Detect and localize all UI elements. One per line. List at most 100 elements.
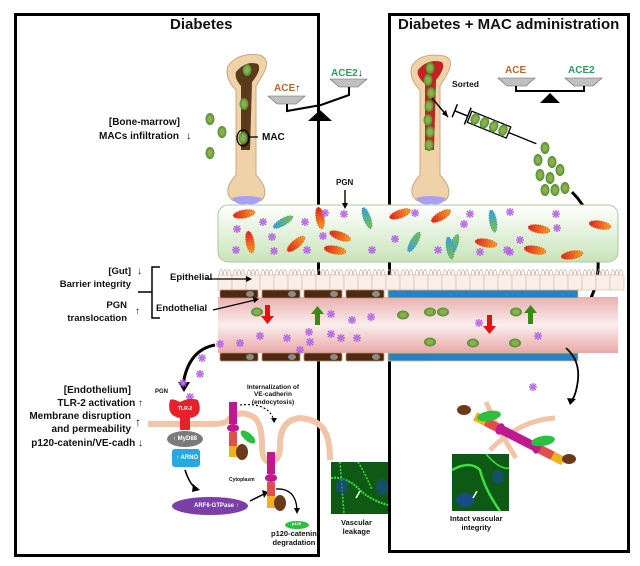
microvilli: [302, 269, 316, 276]
epithelial-cell: [497, 274, 513, 291]
pgn-translocation-arrow: [181, 343, 216, 386]
membrane-up-arrow: ↑: [135, 415, 141, 429]
pgn-translocation-arrow-up: ↑: [135, 306, 140, 317]
microvilli: [218, 269, 232, 276]
microvilli: [386, 269, 400, 276]
microvilli: [568, 269, 582, 276]
tlr2-label: TLR-2: [178, 406, 193, 412]
epithelial-cell: [539, 274, 555, 291]
epithelial-cell: [273, 274, 289, 291]
microvilli: [512, 269, 526, 276]
blood-vessel: [215, 289, 618, 362]
syringe: [451, 103, 537, 145]
epithelial-cell: [287, 274, 303, 291]
arno-label: ↑ ARNO: [176, 455, 199, 461]
epithelial-cell: [343, 274, 359, 291]
myd88-label: ↑ MyD88: [173, 436, 198, 442]
ace-label-left: ACE↑: [274, 83, 301, 94]
internalization-label: Internalization of VE-cadherin (endocyto…: [247, 384, 299, 406]
microvilli: [246, 269, 260, 276]
gut-down-arrow: ↓: [137, 266, 142, 277]
ace2-down-arrow: ↓: [357, 68, 363, 79]
epithelial-cell: [441, 274, 457, 291]
microvilli: [540, 269, 554, 276]
microvilli: [428, 269, 442, 276]
microvilli: [316, 269, 330, 276]
microvilli: [232, 269, 246, 276]
endothelial-nucleus: [288, 354, 296, 360]
microvilli: [470, 269, 484, 276]
epithelial-cell: [385, 274, 401, 291]
endothelial-label: Endothelial: [156, 303, 208, 314]
p120-vecadh-label: p120-catenin/VE-cadh ↓: [31, 438, 143, 449]
gut-label: [Gut]: [108, 266, 131, 277]
epithelial-cell: [259, 274, 275, 291]
endothelial-nucleus: [372, 354, 380, 360]
epithelial-cell: [595, 274, 611, 291]
microvilli: [414, 269, 428, 276]
pgn-receptor-label: PGN: [155, 389, 169, 395]
endothelial-nucleus: [246, 354, 254, 360]
endothelial-nucleus: [330, 291, 338, 297]
p120-degraded: [285, 521, 309, 529]
microvilli: [358, 269, 372, 276]
vecadherin-complex-membrane: [227, 402, 256, 460]
macs-infiltration-arrow: ↓: [186, 130, 192, 142]
epithelial-cell: [455, 274, 471, 291]
microvilli: [610, 269, 624, 276]
bone-left: [205, 54, 267, 205]
tlr2-activation-label: TLR-2 activation ↑: [57, 398, 143, 409]
membrane-disruption-label: Membrane disruption: [29, 411, 131, 422]
epithelial-cell: [301, 274, 317, 291]
arf6-label: ARF6-GTPase ↑: [194, 503, 239, 509]
epithelial-cell: [357, 274, 373, 291]
pgn-label: PGN: [336, 178, 354, 187]
bone-marrow-label: [Bone-marrow]: [108, 117, 180, 128]
balance-scale-left: [267, 78, 368, 121]
epithelial-cell: [427, 274, 443, 291]
epithelial-cell: [525, 274, 541, 291]
microvilli: [456, 269, 470, 276]
permeability-label: and permeability: [51, 424, 131, 435]
microvilli: [274, 269, 288, 276]
injected-macs: [533, 142, 570, 196]
epithelial-cell: [231, 274, 247, 291]
macs-infiltration-label: MACs infiltration: [99, 131, 179, 142]
epithelial-cell: [399, 274, 415, 291]
microvilli: [596, 269, 610, 276]
microvilli: [330, 269, 344, 276]
microvilli: [442, 269, 456, 276]
microvilli: [288, 269, 302, 276]
microvilli: [554, 269, 568, 276]
ace-label-right: ACE: [505, 65, 527, 76]
translocation-label: translocation: [67, 313, 127, 324]
microvilli: [372, 269, 386, 276]
epithelial-cell: [217, 274, 233, 291]
microvilli: [484, 269, 498, 276]
microvilli: [526, 269, 540, 276]
epithelial-layer: [217, 269, 625, 291]
ace2-label-right: ACE2: [568, 65, 595, 76]
intact-vascular-label: Intact vascular integrity: [450, 514, 503, 532]
mac-label: MAC: [262, 132, 285, 143]
tlr2-receptor: [169, 398, 200, 430]
epithelial-cell: [609, 274, 625, 291]
balance-scale-right: [497, 77, 603, 103]
vecadherin-complex-internalized: [265, 452, 286, 511]
bone-right: [410, 54, 451, 205]
vascular-leakage-label: Vascular leakage: [341, 518, 372, 536]
pgn-translocation-label: PGN: [106, 300, 127, 311]
epithelial-cell: [567, 274, 583, 291]
epithelial-cell: [511, 274, 527, 291]
microvilli: [260, 269, 274, 276]
epithelial-cell: [371, 274, 387, 291]
epithelial-cell: [329, 274, 345, 291]
barrier-integrity-label: Barrier integrity: [59, 279, 131, 290]
p120-degradation-label: p120-catenin degradation: [271, 529, 317, 547]
arno: [172, 449, 200, 467]
gut-lumen: [217, 204, 619, 263]
ace2-label-left: ACE2↓: [331, 68, 363, 79]
intact-integrity-image: [451, 453, 510, 512]
microvilli: [498, 269, 512, 276]
